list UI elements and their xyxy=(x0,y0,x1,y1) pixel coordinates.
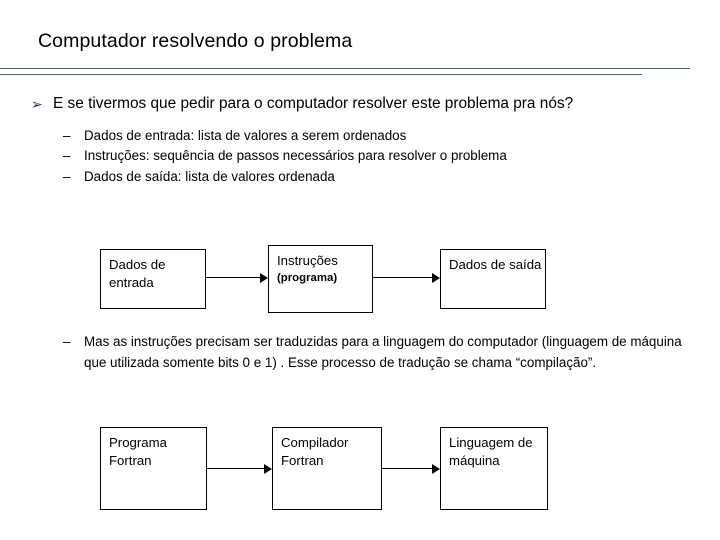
flow-box-label: Dados de entrada xyxy=(109,257,166,290)
flow-arrow-entrada-to-instrucoes xyxy=(206,272,268,284)
list-item: – Dados de saída: lista de valores orden… xyxy=(63,167,704,188)
flow-box-instrucoes: Instruções (programa) xyxy=(268,245,373,313)
bullet-level2-list: – Dados de entrada: lista de valores a s… xyxy=(0,126,720,188)
arrow-head-icon xyxy=(432,463,440,474)
dash-bullet-icon: – xyxy=(63,334,71,349)
dash-bullet-icon: – xyxy=(63,168,71,184)
arrow-head-icon xyxy=(432,272,440,283)
arrow-shaft xyxy=(373,277,432,278)
list-item-text: Instruções: sequência de passos necessár… xyxy=(84,148,507,163)
arrow-shaft xyxy=(206,277,260,278)
arrow-head-icon xyxy=(264,463,272,474)
flow-arrow-programa-to-compilador xyxy=(207,463,272,475)
list-item: – Dados de entrada: lista de valores a s… xyxy=(63,126,704,147)
flow-box-label: Dados de saída xyxy=(449,257,542,272)
flow-box-dados-saida: Dados de saída xyxy=(440,249,546,309)
flow-box-programa-fortran: Programa Fortran xyxy=(100,427,207,510)
flow-box-compilador-fortran: Compilador Fortran xyxy=(272,427,382,510)
arrow-shaft xyxy=(207,468,264,469)
flow-arrow-instrucoes-to-saida xyxy=(373,272,440,284)
paragraph-bullet-text: Mas as instruções precisam ser traduzida… xyxy=(84,334,682,370)
list-item-text: Dados de entrada: lista de valores a ser… xyxy=(84,127,407,143)
bullet-level1-text: E se tivermos que pedir para o computado… xyxy=(53,95,574,112)
flow-box-dados-entrada: Dados de entrada xyxy=(100,249,206,309)
chevron-right-bullet-icon: ➢ xyxy=(31,96,43,112)
flow-box-label: Compilador Fortran xyxy=(281,435,349,468)
slide-body: ➢ E se tivermos que pedir para o computa… xyxy=(0,93,720,373)
title-rule-bottom xyxy=(0,74,642,75)
title-rule-top xyxy=(0,68,690,69)
arrow-shaft xyxy=(382,468,432,469)
arrow-head-icon xyxy=(260,272,268,283)
dash-bullet-icon: – xyxy=(63,148,71,163)
bullet-level1: ➢ E se tivermos que pedir para o computa… xyxy=(31,93,653,115)
flow-box-label: Instruções xyxy=(277,253,338,268)
paragraph-bullet: – Mas as instruções precisam ser traduzi… xyxy=(63,332,704,373)
list-item: – Instruções: sequência de passos necess… xyxy=(63,146,704,167)
page-title: Computador resolvendo o problema xyxy=(38,30,353,52)
dash-bullet-icon: – xyxy=(63,127,71,143)
flow-box-label: Programa Fortran xyxy=(109,435,167,468)
flow-box-sublabel: (programa) xyxy=(277,271,338,284)
flow-arrow-compilador-to-linguagem xyxy=(382,463,440,475)
flow-box-label: Linguagem de máquina xyxy=(449,435,533,468)
flow-box-linguagem-maquina: Linguagem de máquina xyxy=(440,427,548,510)
list-item-text: Dados de saída: lista de valores ordenad… xyxy=(84,168,335,184)
